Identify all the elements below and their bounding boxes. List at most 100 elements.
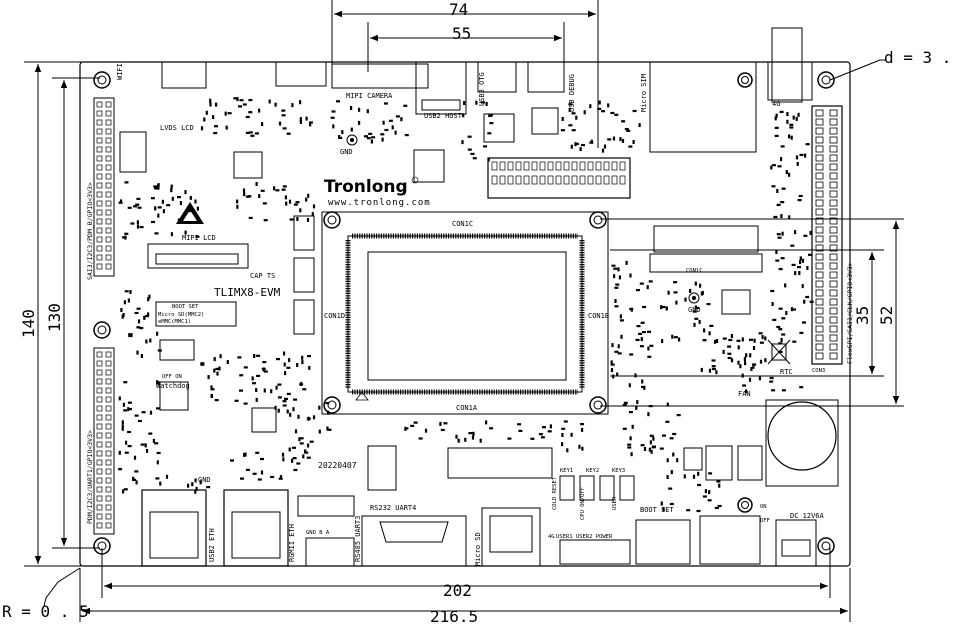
- smd-part: [795, 155, 799, 160]
- smd-part: [714, 506, 719, 510]
- smd-part: [737, 345, 740, 350]
- smd-part: [128, 333, 131, 338]
- smd-part: [457, 438, 460, 443]
- smd-part: [270, 475, 275, 479]
- smd-part: [464, 437, 467, 442]
- header-pin: [587, 175, 594, 185]
- smd-part: [391, 125, 394, 130]
- header-pin: [105, 414, 112, 421]
- smd-part: [796, 161, 799, 166]
- smd-part: [243, 366, 248, 369]
- smd-part: [384, 128, 389, 132]
- label-con3: CON3: [812, 368, 825, 374]
- hole-mid-left: [93, 321, 111, 339]
- smd-part: [799, 386, 804, 389]
- smd-part: [281, 114, 286, 117]
- smd-part: [210, 393, 213, 398]
- smd-part: [467, 148, 472, 151]
- smd-part: [745, 353, 748, 358]
- smd-part: [299, 117, 302, 122]
- smd-part: [127, 401, 132, 404]
- smd-part: [161, 199, 164, 204]
- hole-top-left: [93, 71, 111, 89]
- headers: [93, 27, 843, 567]
- smd-part: [646, 285, 649, 290]
- label-micro-sd: Micro SD: [474, 532, 482, 566]
- dim-corner-radius: R = 0 . 5: [2, 602, 89, 621]
- smd-part: [134, 311, 139, 315]
- smd-part: [215, 367, 220, 370]
- header-pin: [96, 245, 103, 252]
- header-pin: [815, 199, 824, 207]
- smd-part: [538, 433, 543, 436]
- smd-part: [366, 137, 371, 140]
- dim-right-outer: 52: [877, 306, 896, 325]
- header-pin: [105, 209, 112, 216]
- header-pin: [96, 441, 103, 448]
- smd-part: [736, 339, 741, 342]
- smd-part: [439, 421, 442, 426]
- smd-part: [613, 274, 616, 279]
- smd-part: [219, 354, 222, 359]
- smd-part: [624, 128, 629, 131]
- header-pin: [815, 190, 824, 198]
- smd-part: [675, 300, 678, 305]
- label-left-header-bottom: PDM/I2C3/UART1/GPIO<3V3>: [86, 430, 94, 524]
- smd-part: [380, 133, 385, 136]
- smd-part: [370, 139, 373, 144]
- smd-part: [607, 138, 612, 141]
- smd-part: [134, 470, 139, 473]
- smd-part: [350, 127, 353, 132]
- smd-part: [292, 457, 297, 460]
- smd-part: [243, 402, 248, 405]
- smd-part: [212, 115, 215, 120]
- smd-part: [382, 120, 385, 125]
- smd-part: [758, 332, 763, 335]
- smd-part: [283, 362, 286, 367]
- smd-part: [797, 199, 802, 202]
- smd-part: [226, 360, 229, 364]
- smd-part: [281, 109, 286, 112]
- smd-part: [156, 451, 161, 455]
- smd-part: [777, 165, 782, 168]
- smd-part: [286, 392, 291, 395]
- smd-part: [561, 442, 564, 447]
- smd-part: [295, 201, 300, 204]
- smd-part: [291, 458, 294, 463]
- smd-part: [743, 357, 746, 361]
- smd-part: [689, 288, 692, 293]
- label-usb2-host: USB2 HOST: [424, 112, 463, 120]
- header-pin: [815, 343, 824, 351]
- smd-part: [189, 195, 192, 200]
- smd-part: [750, 367, 753, 371]
- smd-part: [797, 112, 800, 117]
- smd-part: [702, 495, 707, 498]
- label-gnd-1: GND: [340, 148, 353, 156]
- smd-part: [709, 324, 714, 327]
- smd-part: [274, 102, 277, 107]
- smd-part: [753, 338, 756, 343]
- header-pin: [105, 459, 112, 466]
- smd-part: [284, 371, 287, 376]
- smd-part: [788, 134, 791, 139]
- smd-part: [122, 236, 126, 239]
- smd-part: [697, 471, 700, 476]
- header-pin: [105, 423, 112, 430]
- smd-part: [330, 116, 335, 119]
- smd-part: [147, 297, 150, 302]
- smd-part: [632, 140, 635, 144]
- smd-part: [581, 144, 585, 147]
- smd-part: [122, 402, 125, 407]
- smd-part: [146, 448, 149, 453]
- smd-part: [518, 429, 523, 432]
- smd-part: [336, 100, 340, 103]
- label-fan: FAN: [738, 390, 751, 398]
- gnd-testpoint-icon: [346, 134, 358, 146]
- smd-part: [780, 145, 785, 148]
- smd-part: [581, 427, 584, 432]
- smd-part: [798, 271, 801, 275]
- smd-part: [614, 113, 619, 116]
- header-pin: [96, 369, 103, 376]
- smd-part: [764, 358, 767, 363]
- smd-part: [122, 313, 125, 317]
